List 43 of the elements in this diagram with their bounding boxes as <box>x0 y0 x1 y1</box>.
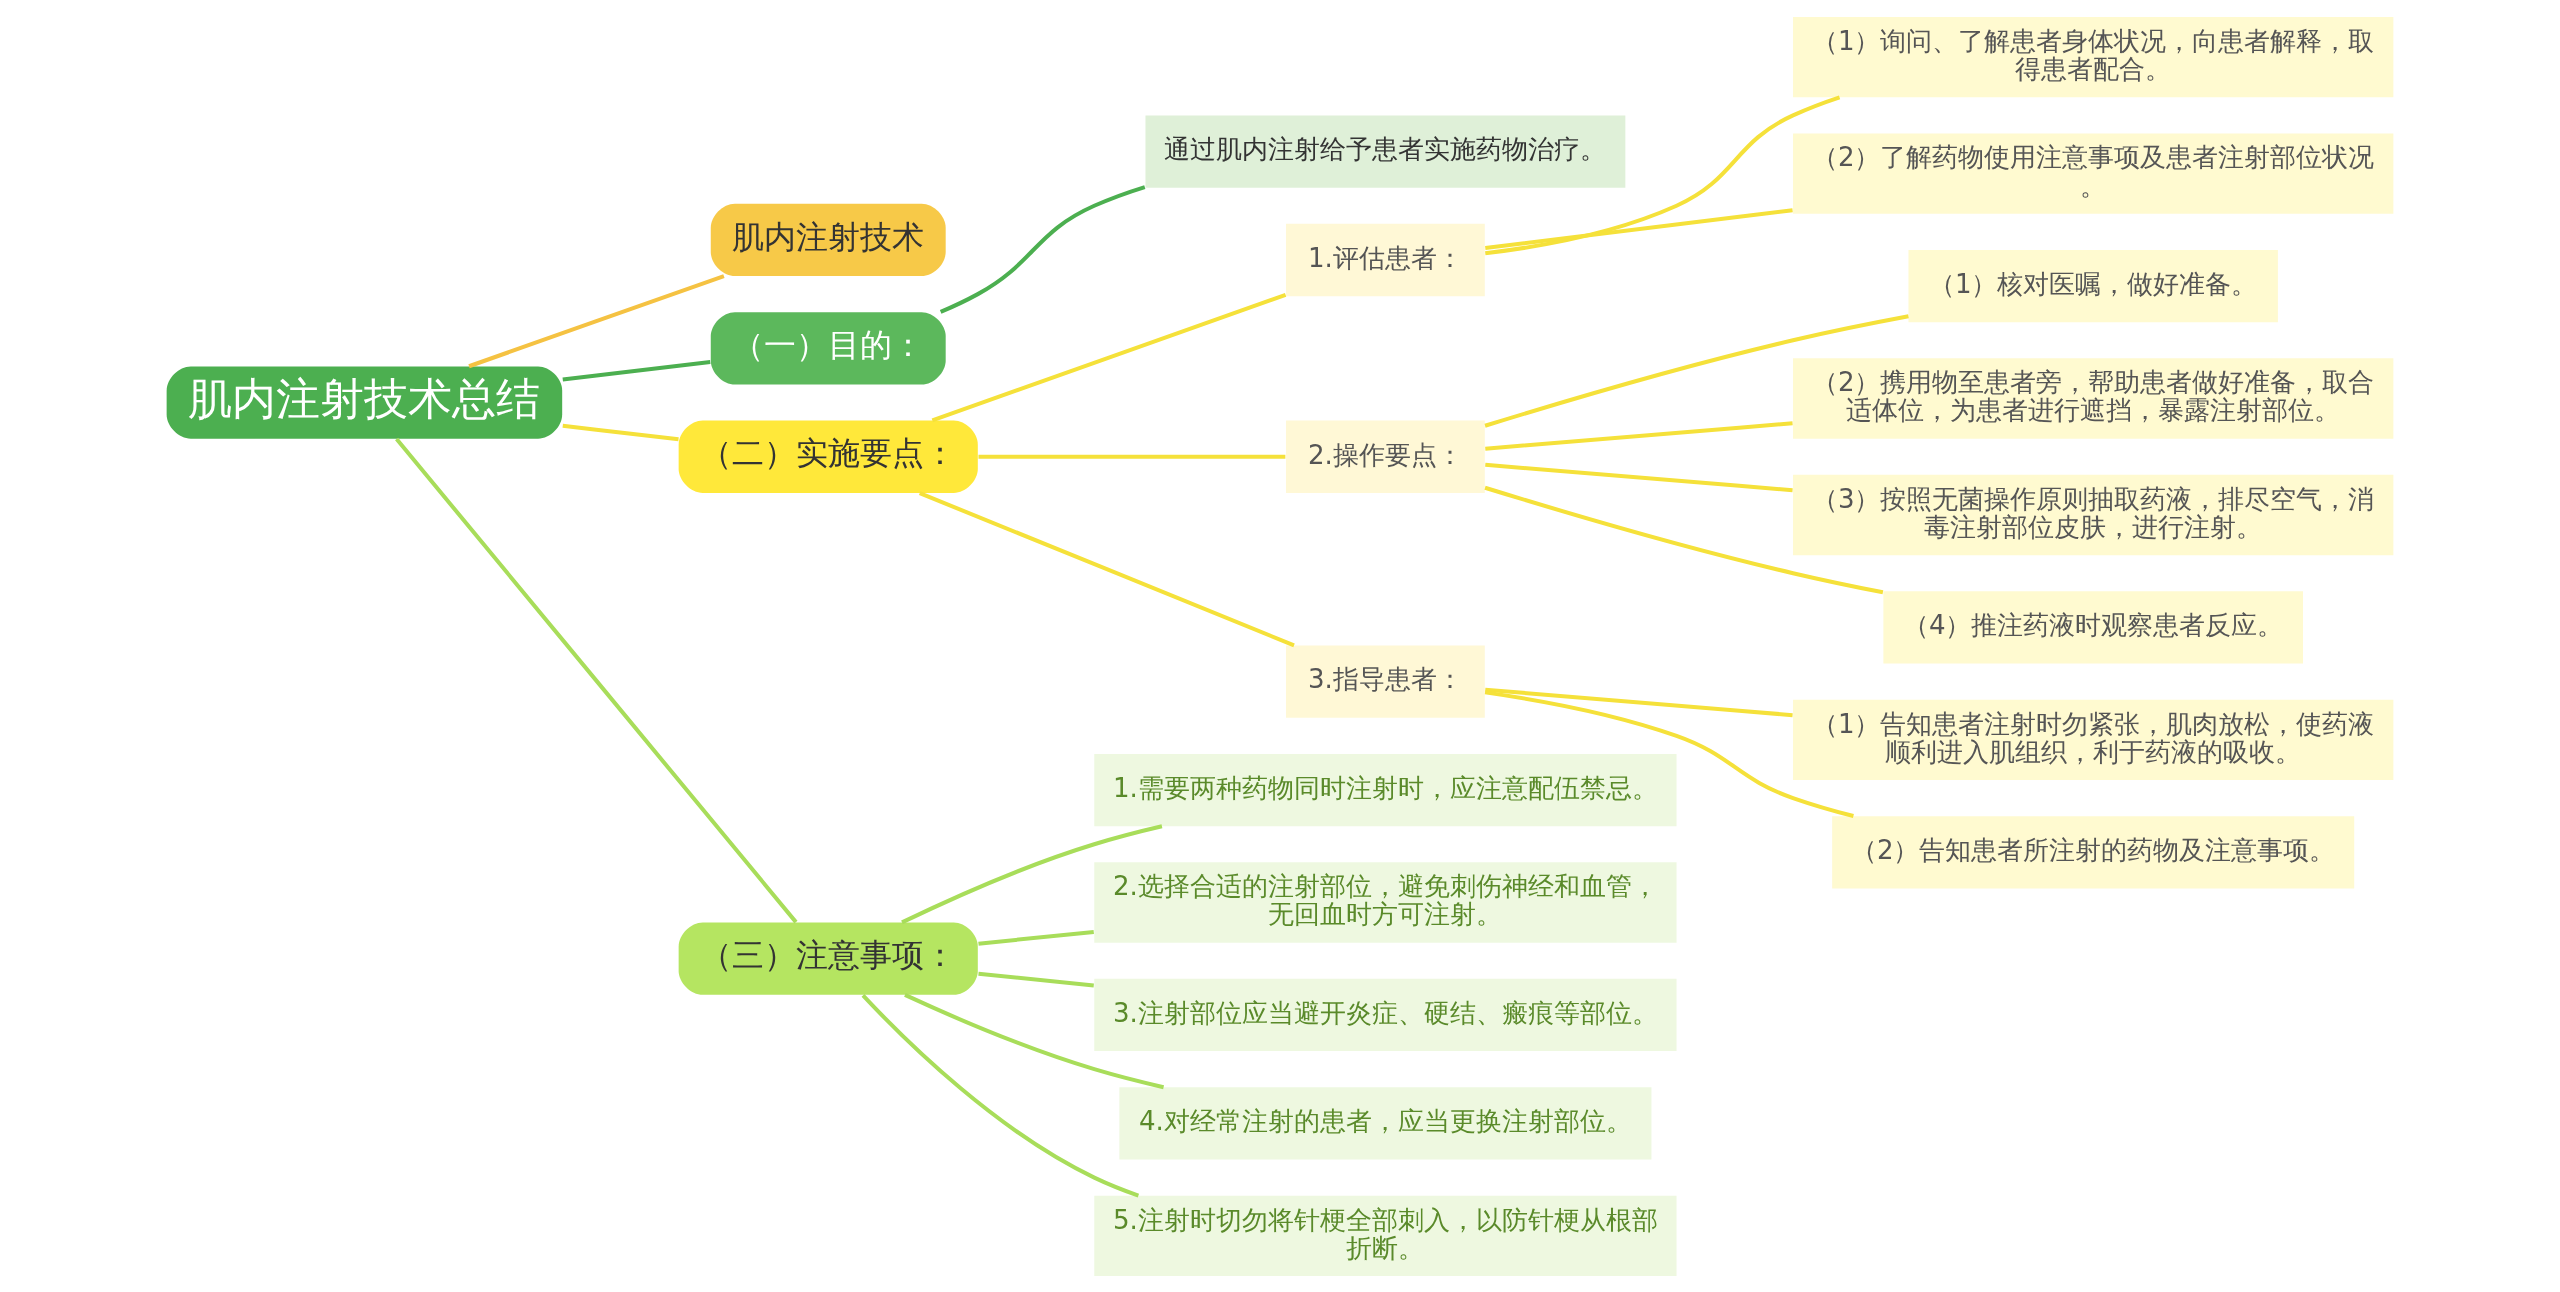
node-box: 1.评估患者： <box>1286 223 1485 296</box>
node-box: 5.注射时切勿将针梗全部刺入，以防针梗从根部折断。 <box>1094 1195 1677 1276</box>
connector <box>395 437 798 923</box>
connector <box>978 454 1286 459</box>
connector <box>562 423 679 441</box>
connector <box>918 490 1295 647</box>
node-box: 2.操作要点： <box>1286 420 1485 493</box>
node-box: 2.选择合适的注射部位，避免刺伤神经和血管，无回血时方可注射。 <box>1094 861 1677 943</box>
connector <box>931 292 1287 422</box>
connector <box>904 992 1165 1089</box>
connector <box>468 273 725 368</box>
connector <box>1485 687 1793 717</box>
node-box: （1）询问、了解患者身体状况，向患者解释，取得患者配合。 <box>1793 16 2394 97</box>
node-box: 3.注射部位应当避开炎症、硬结、瘢痕等部位。 <box>1094 978 1677 1051</box>
node-box: 1.需要两种药物同时注射时，应注意配伍禁忌。 <box>1094 753 1677 826</box>
node-box: （4）推注药液时观察患者反应。 <box>1883 590 2303 664</box>
node-box: （2）了解药物使用注意事项及患者注射部位状况。 <box>1793 133 2394 214</box>
connector <box>1484 485 1884 594</box>
node-box: （三）注意事项： <box>678 922 978 995</box>
connector <box>562 359 711 381</box>
connector <box>1485 462 1793 492</box>
node-box: 通过肌内注射给予患者实施药物治疗。 <box>1145 114 1626 188</box>
connector <box>1484 689 1854 818</box>
connector <box>978 929 1094 946</box>
node-box: （2）携用物至患者旁，帮助患者做好准备，取合适体位，为患者进行遮挡，暴露注射部位。 <box>1793 357 2394 439</box>
node-box: 3.指导患者： <box>1286 645 1485 718</box>
connector <box>1484 313 1909 428</box>
connector <box>978 971 1094 987</box>
node-box: （3）按照无菌操作原则抽取药液，排尽空气，消毒注射部位皮肤，进行注射。 <box>1793 474 2394 555</box>
node-box: 肌内注射技术 <box>710 203 946 276</box>
node-box: （1）告知患者注射时勿紧张，肌肉放松，使药液顺利进入肌组织，利于药液的吸收。 <box>1793 699 2394 780</box>
connector <box>1485 95 1841 255</box>
connector <box>861 993 1140 1197</box>
connector <box>901 823 1163 924</box>
connector <box>1485 420 1793 451</box>
node-box: 肌内注射技术总结 <box>166 365 563 439</box>
node-box: （1）核对医嘱，做好准备。 <box>1908 249 2278 322</box>
connector <box>1485 207 1793 250</box>
node-box: （2）告知患者所注射的药物及注意事项。 <box>1832 815 2355 888</box>
connector <box>939 184 1146 314</box>
node-box: （二）实施要点： <box>678 420 978 493</box>
node-box: （一）目的： <box>710 311 946 384</box>
node-box: 4.对经常注射的患者，应当更换注射部位。 <box>1119 1086 1652 1159</box>
